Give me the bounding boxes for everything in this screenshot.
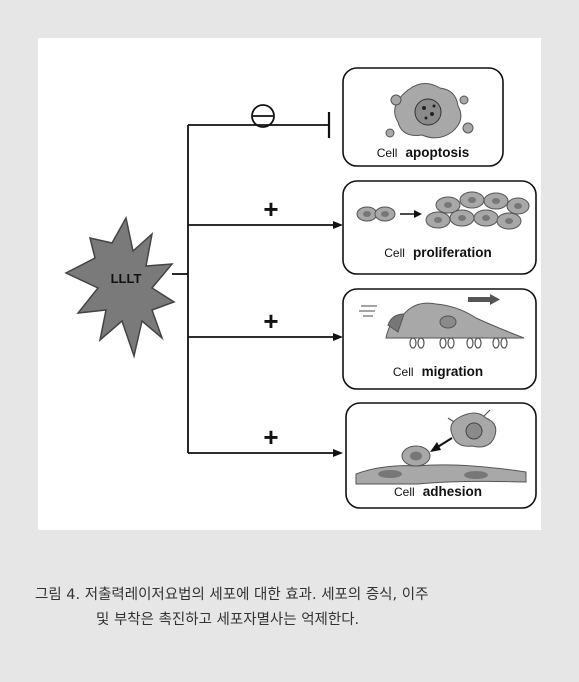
plus-sign-2: + [263,194,278,224]
adhered-cell-icon [355,445,527,485]
migration-frame [342,288,537,390]
proliferation-box: Cell proliferation [342,180,537,275]
minus-circle-icon [251,104,275,128]
proliferation-label: Cell proliferation [384,242,492,261]
adhesion-arrow-icon [430,442,441,452]
migration-prefix: Cell [393,365,414,379]
apoptotic-cell-icon [385,83,474,139]
figure-caption-line-2: 및 부착은 촉진하고 세포자멸사는 억제한다. [96,612,360,628]
starburst-shape [64,215,176,359]
cell-pair-icon [356,206,396,222]
adhesion-box: Cell adhesion [345,402,537,509]
llt-effects-diagram: LLLT + + + Cell a [64,67,537,509]
migration-box: Cell migration [342,288,537,390]
apoptosis-prefix: Cell [377,146,398,160]
connector-lines [172,112,334,454]
motion-lines-icon [359,305,377,317]
apoptosis-name: apoptosis [406,145,470,160]
apoptosis-box: Cell apoptosis [342,67,504,167]
free-cell-icon [447,409,497,448]
migration-name: migration [422,364,484,379]
lllt-label: LLLT [111,271,142,286]
arrow-heads [333,221,343,457]
inhibit-sign [251,104,275,128]
plus-sign-3: + [263,306,278,336]
direction-arrow-shaft [468,297,494,302]
adhesion-name: adhesion [423,484,482,499]
adhesion-label: Cell adhesion [394,481,482,500]
adhesion-prefix: Cell [394,485,415,499]
direction-arrow-icon [490,294,500,305]
arrow-head-2 [333,221,343,229]
cell-cluster-icon [425,191,530,230]
lllt-starburst: LLLT [64,215,176,359]
figure-panel: LLLT + + + Cell a [38,38,541,530]
growth-arrow-icon [414,210,422,218]
arrow-head-3 [333,333,343,341]
plus-sign-4: + [263,422,278,452]
migration-label: Cell migration [393,361,483,380]
arrow-head-4 [333,449,343,457]
figure-caption-line-1: 그림 4. 저출력레이저요법의 세포에 대한 효과. 세포의 증식, 이주 [35,587,429,603]
proliferation-name: proliferation [413,245,492,260]
migrating-cell-icon [385,302,525,349]
proliferation-prefix: Cell [384,246,405,260]
apoptosis-label: Cell apoptosis [377,142,470,161]
